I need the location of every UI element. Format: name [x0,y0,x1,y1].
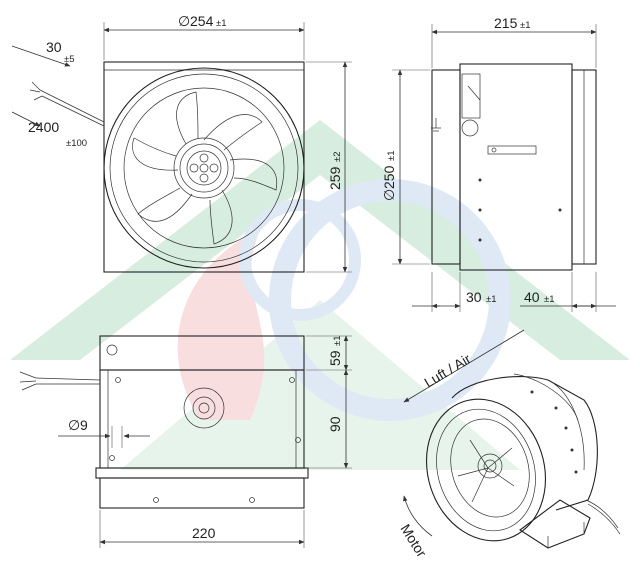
iso-cylinder-top [451,376,598,511]
bottom-width-value: 220 [192,525,216,541]
side-diameter-symbol: ∅ [381,189,397,201]
front-width-tol: ±1 [216,18,227,29]
cable-stub-value: 30 [46,39,62,55]
iso-mounting-foot [519,499,591,549]
watermark-logo [10,120,630,470]
side-length-value: 215 [494,15,518,31]
front-width-value: 254 [190,13,214,29]
front-height-tol: ±2 [332,152,343,163]
side-left-collar [431,69,461,265]
side-diameter-value: 250 [381,165,397,189]
side-left-collar-tol: ±1 [486,294,497,305]
front-round-casing [103,67,305,269]
side-right-collar-value: 40 [524,289,540,305]
side-length-tol: ±1 [520,20,531,31]
cable-stub-tol: ±5 [64,54,75,65]
terminal-box [461,73,481,119]
front-height-value: 259 [327,166,343,190]
side-diameter-tol: ±1 [386,151,397,162]
bottom-motor-hub [183,387,225,429]
motor-label: Motor [397,521,430,560]
hole-symbol: ∅ [68,417,80,433]
cable-length-value: 2400 [28,119,59,135]
bottom-height-value: 90 [327,416,343,432]
impeller [132,91,278,245]
bottom-foot [99,477,305,509]
side-right-collar-tol: ±1 [544,294,555,305]
side-left-collar-value: 30 [466,289,482,305]
bottom-view: 59 ±1 90 ∅ 9 220 [19,335,352,548]
front-width-symbol: ∅ [178,13,190,29]
side-view: 215 ±1 ∅ 250 ±1 30 ±1 40 ±1 [381,15,616,312]
hole-value: 9 [80,417,88,433]
iso-front-ring [425,398,547,542]
front-view: ∅ 254 ±1 259 ±2 30 ±5 2400 ±100 [11,13,352,273]
iso-impeller [457,439,515,503]
bottom-offset-tol: ±1 [332,336,343,347]
bottom-offset-value: 59 [327,350,343,366]
cable-length-tol: ±100 [66,138,87,149]
